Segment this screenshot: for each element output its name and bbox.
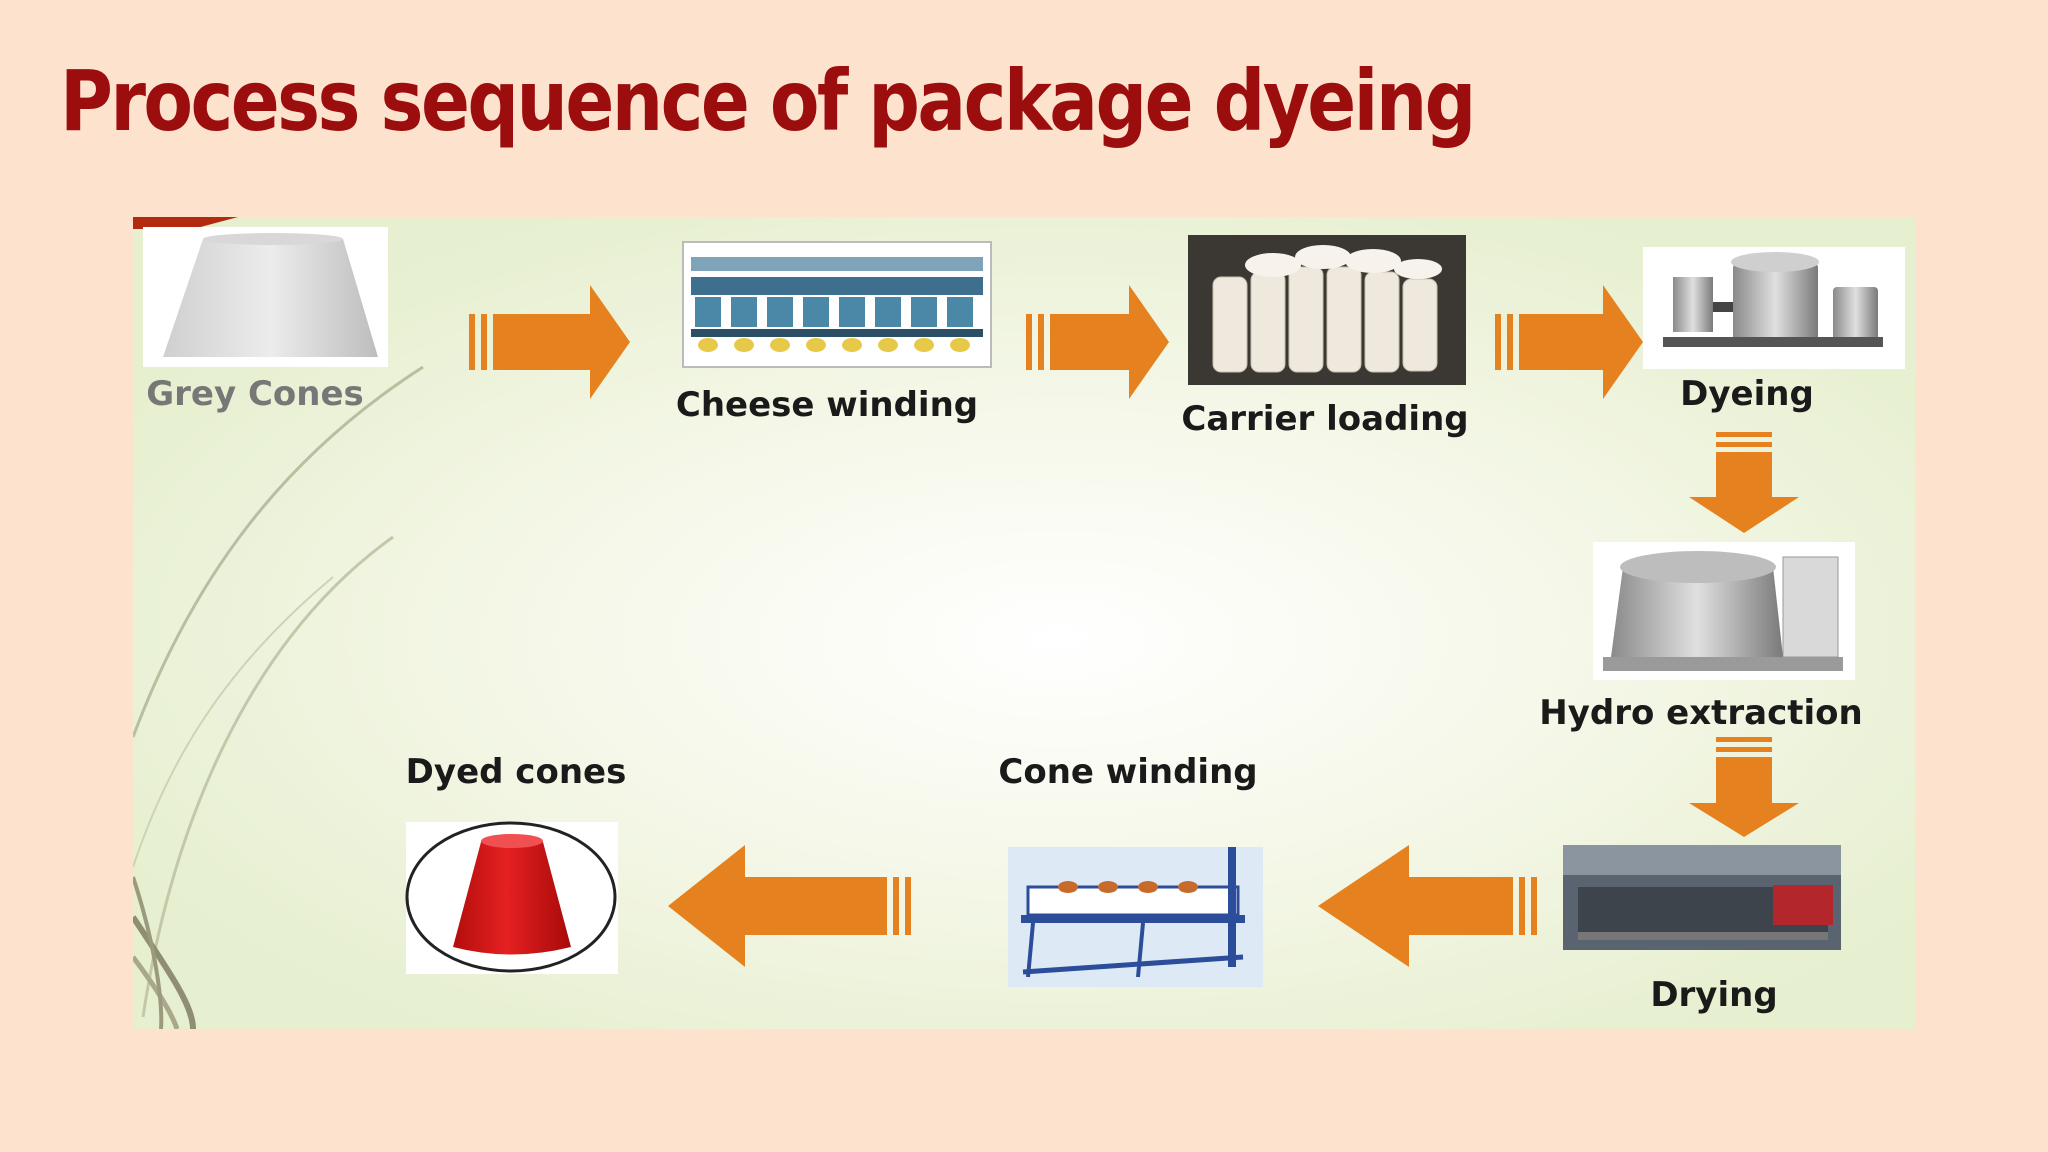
carrier-loading-image xyxy=(1188,235,1466,385)
step-label-cone-winding: Cone winding xyxy=(998,752,1258,792)
step-label-dyed-cones: Dyed cones xyxy=(405,752,627,792)
grey-cones-image xyxy=(143,227,388,367)
process-diagram: Grey Cones Cheese winding Carrier loadin… xyxy=(133,217,1915,1029)
arrow-cheese-to-carrier xyxy=(1026,285,1169,399)
step-label-cheese-winding: Cheese winding xyxy=(675,385,979,425)
decorative-grass-lines xyxy=(133,217,424,1029)
arrow-carrier-to-dyeing xyxy=(1495,285,1643,399)
hydro-extraction-image xyxy=(1593,542,1855,680)
drying-image xyxy=(1563,845,1841,950)
arrow-dyeing-to-hydro xyxy=(1689,432,1799,533)
cone-winding-image xyxy=(1008,847,1263,987)
process-artwork xyxy=(143,227,1905,987)
arrow-drying-to-cone-winding xyxy=(1318,845,1537,967)
arrow-hydro-to-drying xyxy=(1689,737,1799,837)
dyeing-image xyxy=(1643,247,1905,369)
cheese-winding-image xyxy=(682,241,992,368)
step-label-carrier-loading: Carrier loading xyxy=(1181,399,1469,439)
step-label-hydro-extraction: Hydro extraction xyxy=(1539,693,1863,733)
dyed-cones-image xyxy=(405,821,618,974)
step-label-drying: Drying xyxy=(1650,975,1778,1015)
step-label-grey-cones: Grey Cones xyxy=(146,374,364,414)
page-title: Process sequence of package dyeing xyxy=(60,52,1476,150)
arrow-grey-to-cheese xyxy=(469,285,630,399)
step-label-dyeing: Dyeing xyxy=(1680,374,1814,414)
arrow-cone-winding-to-dyed xyxy=(668,845,911,967)
